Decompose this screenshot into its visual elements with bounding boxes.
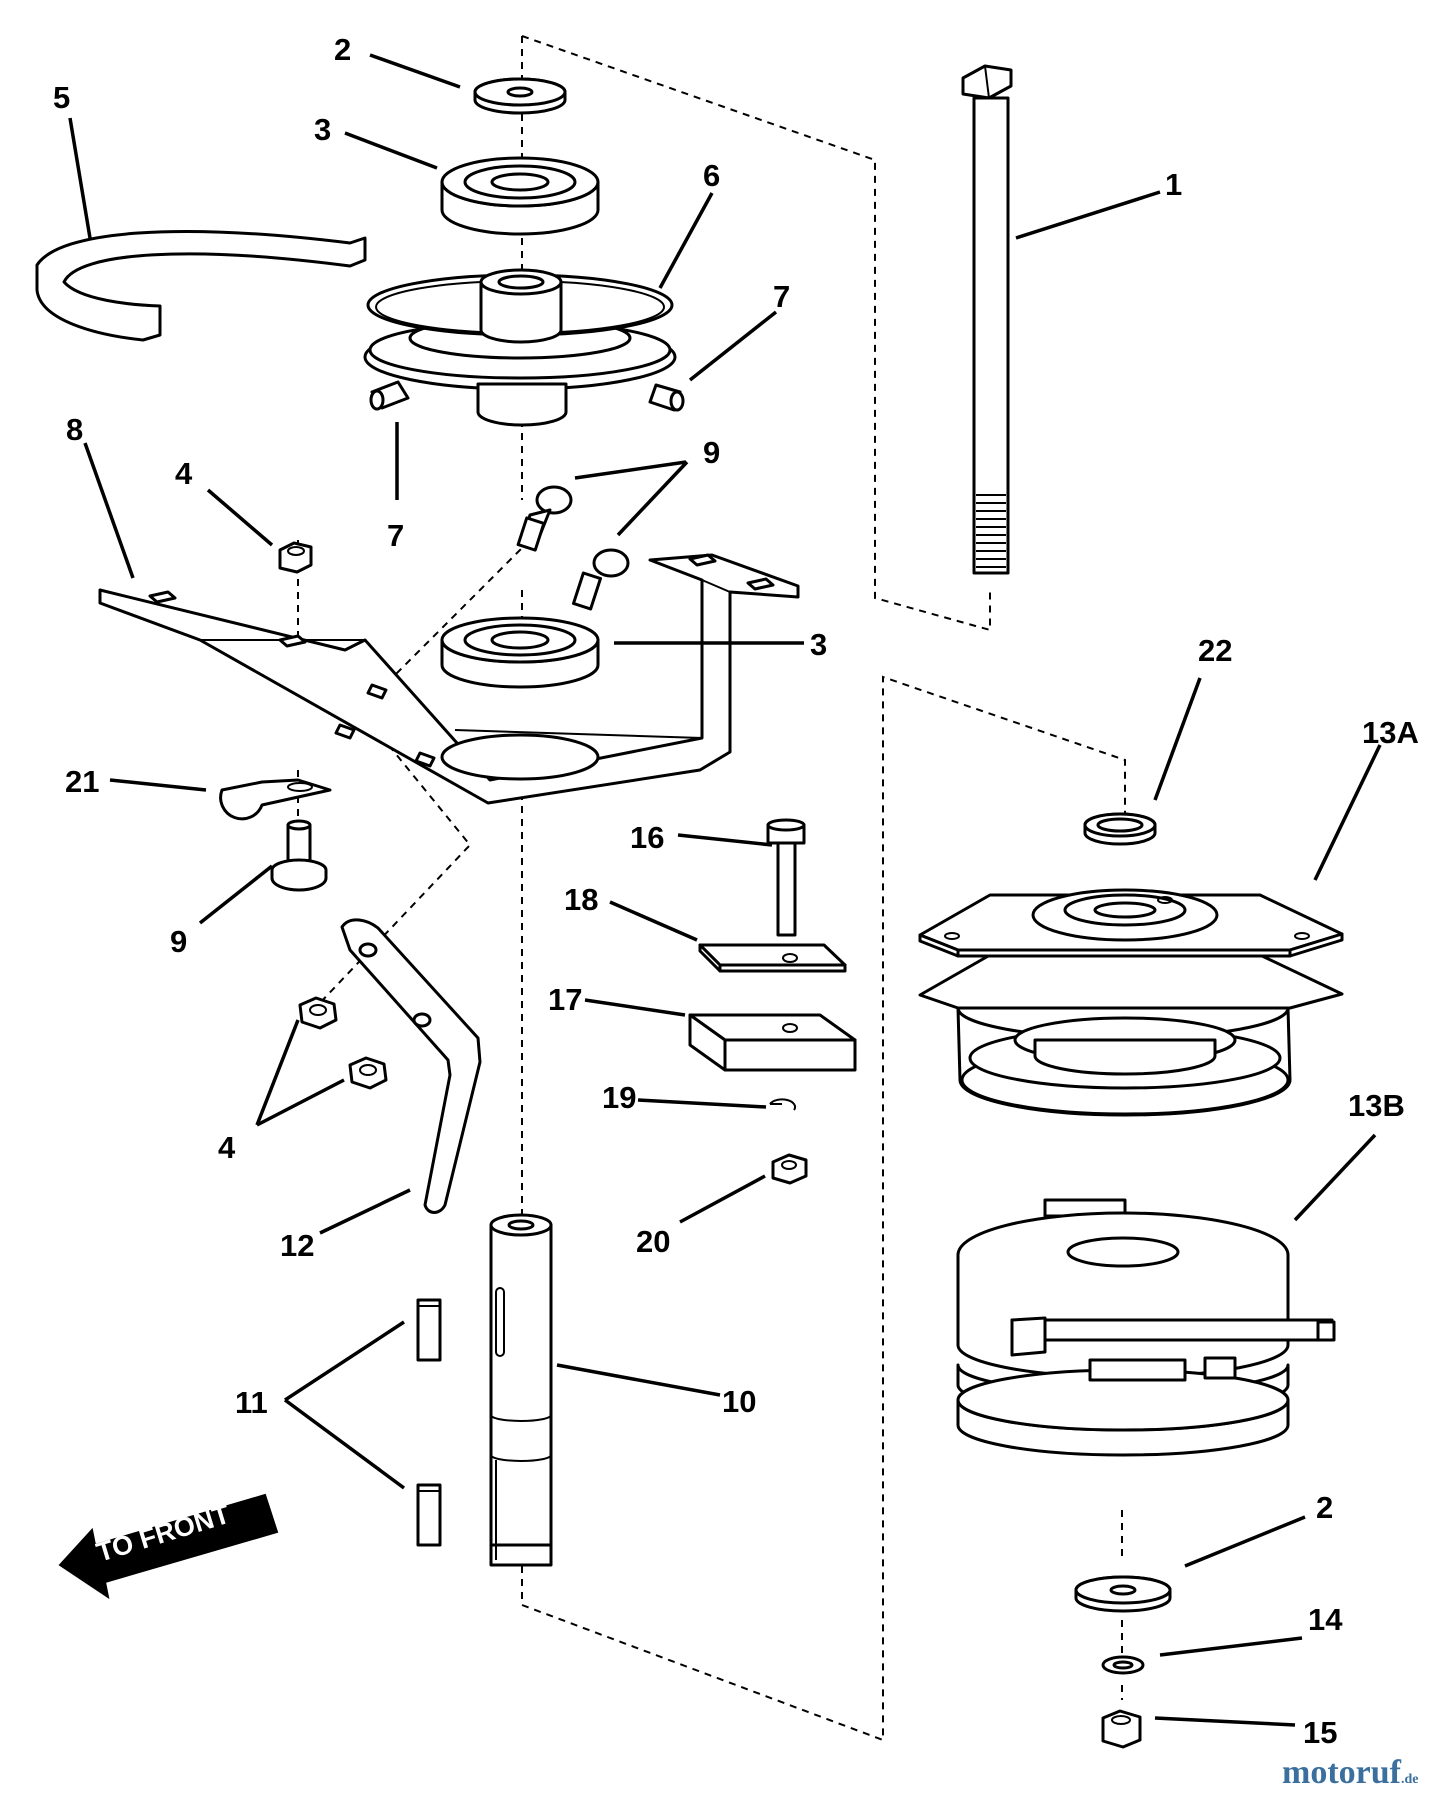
part-12-arm — [340, 918, 482, 1214]
callout-9-top: 9 — [703, 435, 720, 470]
callout-3-top: 3 — [314, 112, 331, 147]
part-11-key-top — [416, 1298, 442, 1362]
part-7-set-screw-right — [648, 383, 685, 412]
part-13a-clutch-upper — [918, 888, 1344, 1117]
callout-18: 18 — [564, 882, 598, 917]
callout-19: 19 — [602, 1080, 636, 1115]
watermark-text: motoruf — [1282, 1754, 1402, 1791]
callout-12: 12 — [280, 1228, 314, 1263]
callout-labels: 1 2 3 5 6 7 7 8 4 9 3 22 13A 21 9 16 18 … — [53, 32, 1419, 1750]
callout-22: 22 — [1198, 633, 1232, 668]
part-1-bolt — [961, 64, 1013, 575]
callout-13b: 13B — [1348, 1088, 1405, 1123]
callout-1: 1 — [1165, 167, 1182, 202]
callout-11: 11 — [235, 1385, 268, 1420]
svg-text:motoruf.de: motoruf.de — [1282, 1754, 1418, 1791]
part-9-carriage-bolt-c — [270, 819, 328, 892]
callout-8: 8 — [66, 412, 83, 447]
callout-6: 6 — [703, 158, 720, 193]
part-11-key-bottom — [416, 1483, 442, 1547]
part-3-bearing-lower — [440, 616, 600, 689]
part-22-spacer — [1083, 812, 1157, 846]
watermark-suffix: .de — [1401, 1772, 1419, 1787]
watermark-logo: motoruf.de — [1282, 1754, 1418, 1791]
callout-7-right: 7 — [773, 279, 790, 314]
direction-arrow: TO FRONT — [58, 1493, 279, 1600]
part-13b-clutch-lower — [956, 1198, 1336, 1457]
part-4-nut-low — [348, 1056, 388, 1090]
callout-13a: 13A — [1362, 715, 1419, 750]
callout-21: 21 — [65, 764, 99, 799]
part-4-nut-mid — [298, 996, 338, 1030]
part-8-bracket — [98, 553, 800, 805]
callout-15: 15 — [1303, 1715, 1337, 1750]
part-21-clip — [219, 778, 332, 821]
part-2-washer-bottom — [1074, 1575, 1172, 1613]
callout-14: 14 — [1308, 1602, 1343, 1637]
part-15-nut — [1101, 1709, 1142, 1749]
part-19-clip — [769, 1098, 797, 1111]
part-17-block — [688, 1013, 857, 1072]
callout-4-top: 4 — [175, 456, 193, 491]
part-9-carriage-bolt-a — [516, 485, 573, 552]
part-9-carriage-bolt-b — [571, 548, 630, 611]
callout-5: 5 — [53, 80, 70, 115]
part-4-nut-top — [278, 541, 313, 574]
part-20-nut — [771, 1153, 808, 1185]
part-5-belt-guide — [35, 229, 367, 342]
callout-10: 10 — [722, 1384, 756, 1419]
callout-2-top: 2 — [334, 32, 351, 67]
callout-4-lower: 4 — [218, 1130, 236, 1165]
part-16-bolt — [766, 818, 806, 937]
callout-9-lower: 9 — [170, 924, 187, 959]
part-10-shaft — [489, 1213, 553, 1567]
part-6-pulley — [363, 268, 677, 427]
part-18-plate — [698, 943, 847, 973]
leader-lines — [68, 53, 1382, 1727]
callout-16: 16 — [630, 820, 664, 855]
part-2-washer-top — [473, 77, 567, 115]
part-3-bearing-top — [440, 156, 600, 236]
callout-7-left: 7 — [387, 518, 404, 553]
part-7-set-screw-left — [369, 380, 410, 411]
callout-3-lower: 3 — [810, 627, 827, 662]
part-14-lock-washer — [1101, 1655, 1145, 1675]
callout-2-bottom: 2 — [1316, 1490, 1333, 1525]
callout-17: 17 — [548, 982, 582, 1017]
callout-20: 20 — [636, 1224, 670, 1259]
